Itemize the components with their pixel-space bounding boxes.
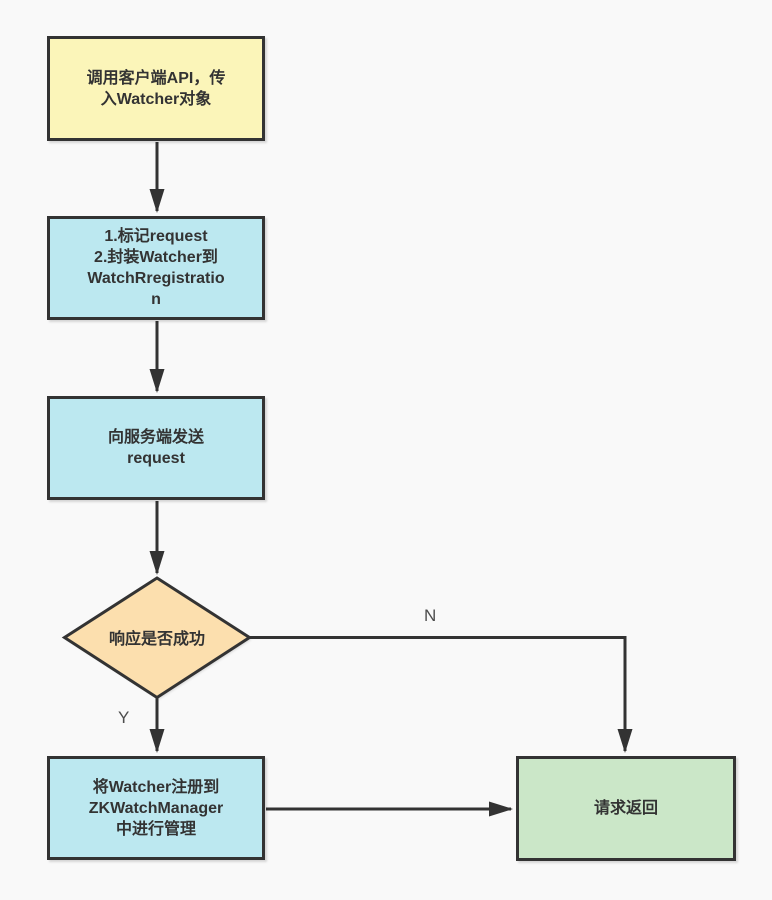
node-call-client-api: 调用客户端API，传 入Watcher对象: [47, 36, 265, 141]
node-mark-request: 1.标记request 2.封装Watcher到 WatchRregistrat…: [47, 216, 265, 320]
edge-label-no: N: [421, 606, 440, 626]
decision-response-success-label: 响应是否成功: [108, 631, 205, 648]
arrow-no-branch: [250, 636, 633, 753]
decision-diamond-border: [61, 576, 253, 700]
edge-label-yes: Y: [115, 708, 133, 728]
node-register-watcher: 将Watcher注册到 ZKWatchManager 中进行管理: [47, 756, 265, 860]
node-request-return: 请求返回: [516, 756, 736, 861]
node-send-request: 向服务端发送 request: [47, 396, 265, 500]
